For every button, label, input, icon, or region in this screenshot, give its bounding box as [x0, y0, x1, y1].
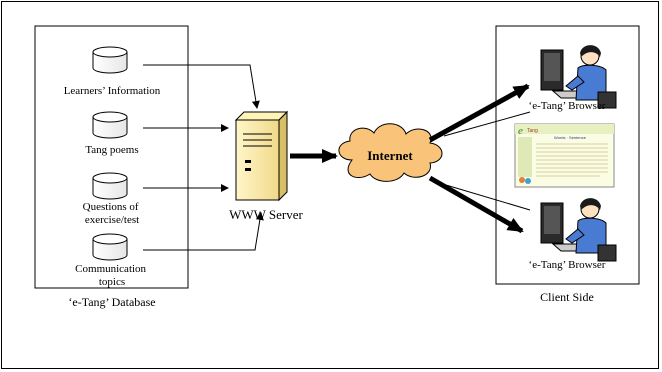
label-line-2: exercise/test — [85, 214, 139, 226]
database-item-communication: Communication topics — [75, 233, 149, 288]
database-cylinder-icon — [92, 46, 128, 74]
database-item-tang-poems: Tang poems — [85, 111, 139, 156]
server-tower-icon — [234, 110, 289, 202]
arrow-topics-to-server — [143, 212, 264, 251]
browser-label-2: ‘e-Tang’ Browser — [529, 259, 606, 271]
user-at-computer-icon — [540, 45, 617, 109]
label-line-1: Communication — [75, 263, 146, 275]
database-item-label: Communication topics — [75, 263, 149, 288]
database-cylinder-icon — [92, 172, 128, 200]
db-to-server-arrows — [143, 64, 264, 251]
database-item-label: Learners’ Information — [64, 85, 161, 97]
database-cylinder-icon — [92, 233, 128, 261]
thumbnail-tagline: Tang — [527, 128, 538, 134]
server-label: WWW Server — [229, 207, 303, 222]
database-item-label: Questions of exercise/test — [83, 201, 142, 226]
return-line-2 — [445, 184, 531, 211]
thumbnail-heading: Words · Sentence — [554, 135, 587, 140]
arrow-learners-to-server — [143, 64, 260, 109]
arrow-internet-to-browser-2 — [428, 175, 524, 234]
label-line-1: Questions of — [83, 201, 139, 213]
arrow-internet-to-browser-1 — [428, 83, 530, 143]
client-box — [495, 25, 640, 285]
database-item-questions: Questions of exercise/test — [83, 172, 142, 226]
thumbnail-logo: e — [518, 125, 523, 137]
internet-label: Internet — [367, 148, 413, 163]
browser-label-1: ‘e-Tang’ Browser — [529, 100, 606, 112]
e-tang-screenshot-thumbnail: e Tang Words · Sentence — [514, 123, 615, 188]
label-line-2: topics — [99, 276, 125, 288]
user-at-computer-icon — [540, 198, 617, 262]
database-box — [34, 25, 189, 289]
return-line-1 — [443, 111, 531, 137]
database-item-learners: Learners’ Information — [64, 46, 161, 97]
cloud-icon — [338, 123, 443, 182]
database-cylinder-icon — [92, 111, 128, 139]
database-item-label: Tang poems — [85, 144, 138, 156]
database-caption: ‘e-Tang’ Database — [68, 295, 155, 309]
client-caption: Client Side — [540, 290, 594, 304]
